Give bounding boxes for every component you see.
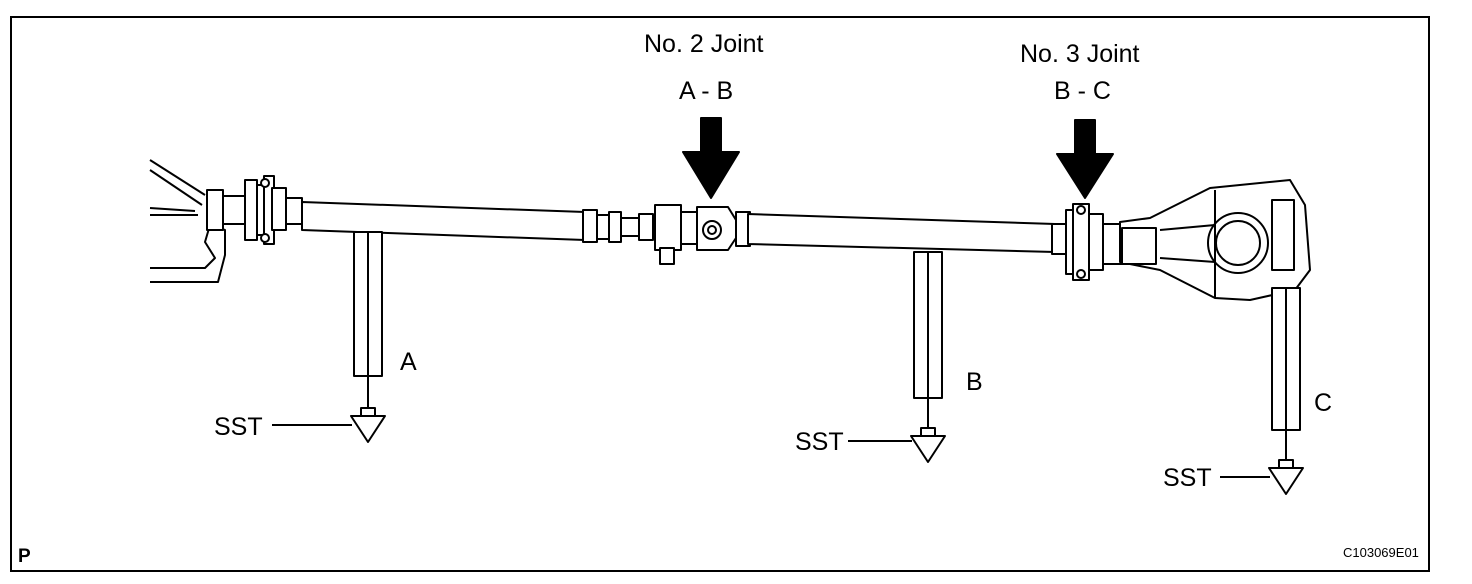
no3-joint-title: No. 3 Joint [1020, 40, 1140, 68]
sst-gauge-c [1268, 459, 1304, 495]
sst-gauge-b [910, 427, 946, 463]
sst-label-b: SST [795, 428, 844, 456]
stand-a [353, 231, 383, 412]
sst-gauge-a [350, 407, 386, 443]
no2-joint-range: A - B [679, 77, 734, 105]
front-shaft [301, 201, 586, 241]
rear-shaft [747, 213, 1056, 253]
front-flange [206, 175, 303, 245]
diagram-frame [10, 16, 1430, 572]
no2-universal-joint [654, 204, 751, 265]
stand-c [1271, 287, 1301, 464]
no3-joint-range: B - C [1054, 77, 1111, 105]
differential-housing [1119, 179, 1311, 301]
corner-mark: P [18, 546, 31, 567]
stand-b [913, 251, 943, 432]
arrow-down-icon [682, 117, 740, 199]
arrow-down-icon [1056, 119, 1114, 199]
point-label-a: A [400, 348, 417, 376]
sst-label-c: SST [1163, 464, 1212, 492]
no2-joint-title: No. 2 Joint [644, 30, 764, 58]
sst-label-a: SST [214, 413, 263, 441]
point-label-c: C [1314, 389, 1333, 417]
no3-joint-flange [1051, 203, 1124, 281]
figure-code: C103069E01 [1343, 545, 1419, 560]
center-bearing [582, 209, 654, 243]
point-label-b: B [966, 368, 983, 396]
